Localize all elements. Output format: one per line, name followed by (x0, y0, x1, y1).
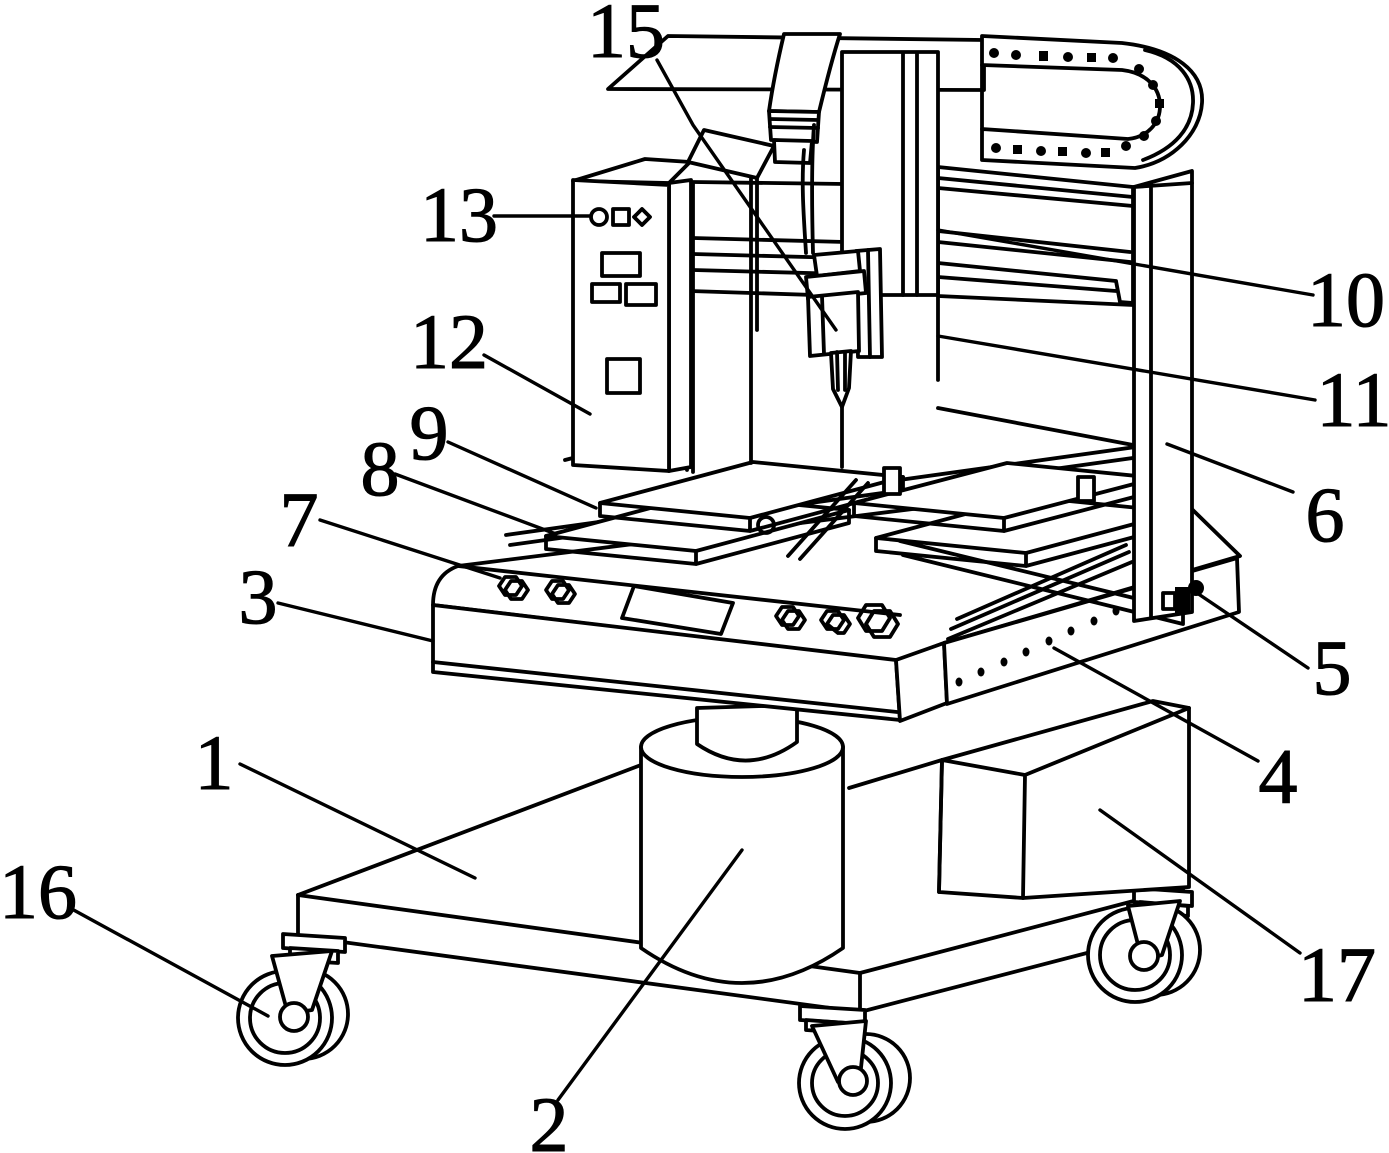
svg-text:10: 10 (1307, 256, 1385, 343)
svg-text:6: 6 (1306, 471, 1345, 558)
svg-text:13: 13 (420, 171, 498, 258)
svg-text:9: 9 (410, 389, 449, 476)
svg-text:17: 17 (1298, 931, 1376, 1018)
svg-text:5: 5 (1313, 624, 1352, 711)
svg-text:7: 7 (280, 476, 319, 563)
svg-text:3: 3 (239, 553, 278, 640)
svg-text:11: 11 (1316, 356, 1389, 443)
svg-text:8: 8 (361, 425, 400, 512)
svg-text:4: 4 (1259, 733, 1298, 820)
svg-text:2: 2 (530, 1081, 569, 1153)
svg-text:12: 12 (410, 298, 488, 385)
svg-text:1: 1 (195, 719, 234, 806)
svg-text:15: 15 (587, 0, 665, 74)
svg-text:16: 16 (0, 848, 77, 935)
